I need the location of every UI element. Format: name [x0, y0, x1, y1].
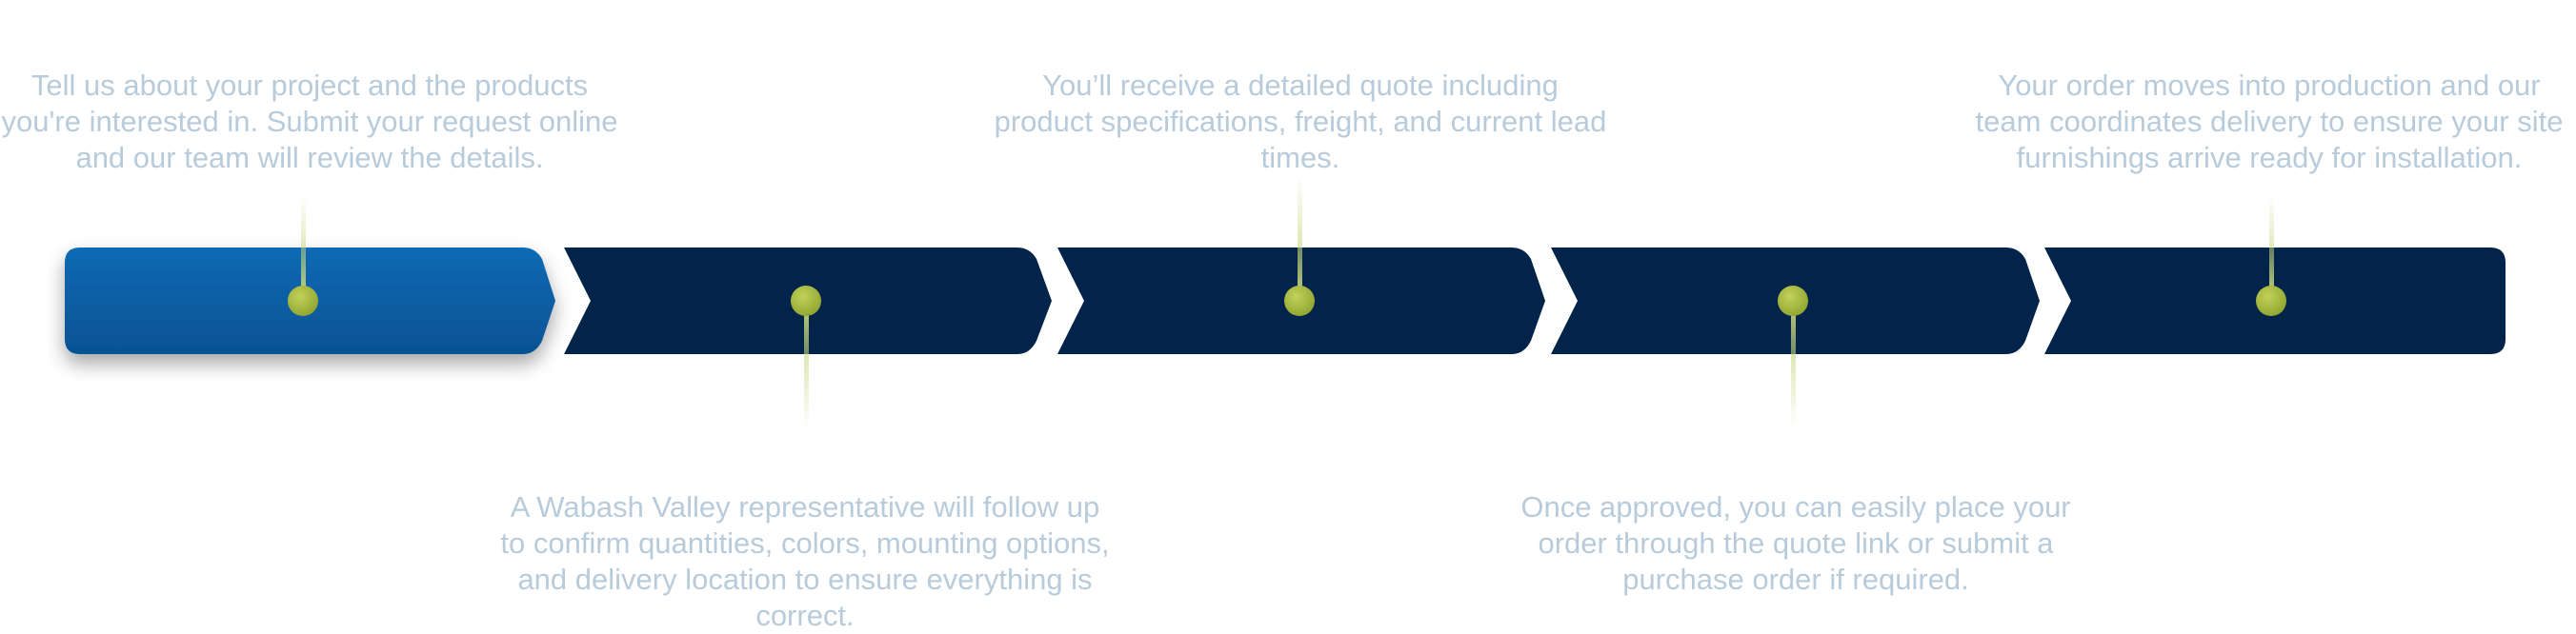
step-4-marker	[1778, 286, 1808, 316]
step-2-description: A Wabash Valley representative will foll…	[500, 490, 1110, 632]
step-1-connector	[301, 195, 306, 300]
step-5-marker	[2256, 286, 2286, 316]
step-3-connector	[1298, 176, 1302, 300]
step-1-description: Tell us about your project and the produ…	[1, 69, 618, 174]
step-4-description: Once approved, you can easily place your…	[1520, 490, 2071, 596]
step-4-connector	[1791, 301, 1796, 428]
step-5-description: Your order moves into production and our…	[1975, 69, 2564, 174]
step-1-marker	[288, 286, 318, 316]
step-5-connector	[2269, 195, 2274, 300]
step-3-marker	[1284, 286, 1315, 316]
step-2-connector	[804, 301, 809, 428]
step-3-description: You’ll receive a detailed quote includin…	[994, 69, 1607, 174]
step-2-marker	[791, 286, 821, 316]
